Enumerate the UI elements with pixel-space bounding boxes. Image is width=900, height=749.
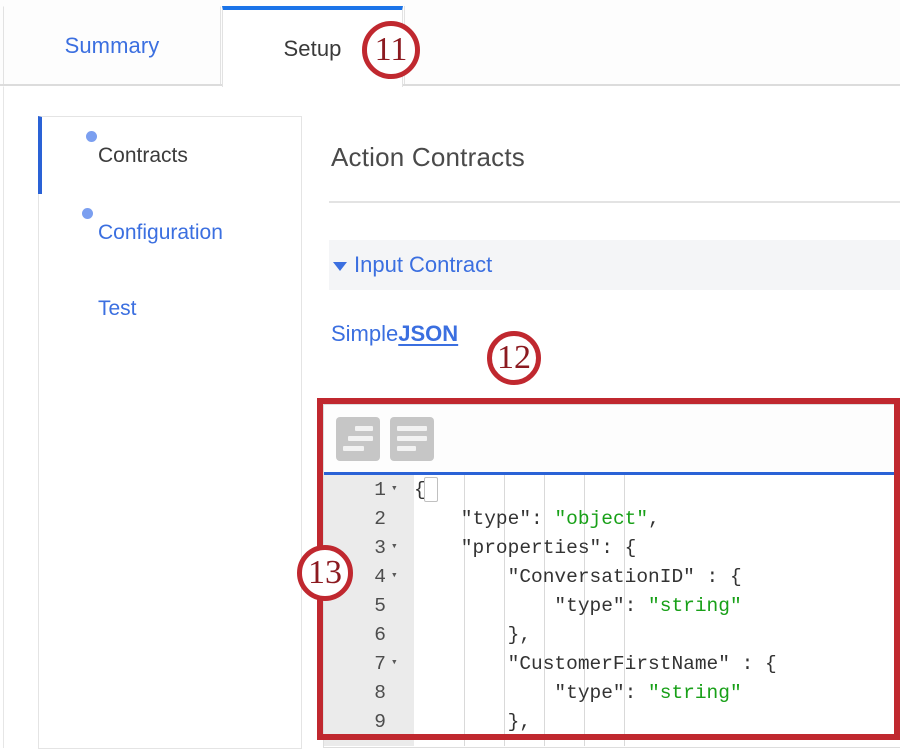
line-number: 8: [374, 681, 386, 704]
line-number: 6: [374, 623, 386, 646]
code-line[interactable]: 1 ▾ {: [324, 475, 900, 504]
editor-toolbar: [324, 405, 900, 475]
sidebar-item-label: Configuration: [98, 221, 223, 244]
json-string-value: "object": [554, 507, 649, 530]
annotation-marker-11: 11: [362, 21, 420, 79]
json-editor[interactable]: 1 ▾ {2 "type": "object", 3 ▾ "properties": {…: [323, 404, 900, 748]
code-line[interactable]: 9 },: [324, 707, 900, 736]
fold-toggle-icon[interactable]: ▾: [391, 541, 398, 553]
code-line-text: },: [414, 710, 532, 733]
format-tab-group: Simple JSON: [329, 321, 900, 347]
sidebar-item-configuration[interactable]: Configuration: [38, 194, 301, 272]
code-line[interactable]: 3 ▾ "properties": {: [324, 533, 900, 562]
format-tab-json[interactable]: JSON: [398, 321, 459, 346]
input-contract-label: Input Contract: [354, 252, 493, 277]
line-number: 1: [374, 478, 386, 501]
sidebar-bullet-icon: [86, 131, 97, 142]
json-string-value: "string": [648, 594, 742, 617]
code-line-text: "type": "object",: [414, 507, 660, 530]
code-line-text: "ConversationID" : {: [414, 565, 742, 588]
page-title: Action Contracts: [331, 142, 525, 172]
annotation-marker-12: 12: [487, 331, 541, 385]
sidebar-item-label: Test: [98, 297, 137, 320]
caret-down-icon: [333, 262, 347, 271]
fold-toggle-icon[interactable]: ▾: [391, 657, 398, 669]
annotation-marker-13: 13: [297, 545, 353, 601]
main-content: Action Contracts Input Contract Simple J…: [329, 116, 900, 347]
fold-toggle-icon[interactable]: ▾: [391, 483, 398, 495]
line-number: 7: [374, 652, 386, 675]
code-line[interactable]: 6 },: [324, 620, 900, 649]
code-area[interactable]: 1 ▾ {2 "type": "object", 3 ▾ "properties": {…: [324, 475, 900, 746]
input-contract-section-header[interactable]: Input Contract: [329, 240, 900, 290]
line-number-gutter: [324, 475, 414, 746]
tab-strip-underline: [0, 84, 900, 86]
sidebar-item-label: Contracts: [98, 143, 188, 167]
sidebar: Contracts Configuration Test: [38, 116, 302, 749]
matching-brace-highlight: [424, 477, 438, 502]
fold-toggle-icon[interactable]: ▾: [391, 570, 398, 582]
code-line[interactable]: 8 "type": "string": [324, 678, 900, 707]
line-number: 4: [374, 565, 386, 588]
code-line-text: },: [414, 623, 532, 646]
align-left-icon[interactable]: [390, 416, 434, 461]
code-line-text: "type": "string": [414, 594, 742, 617]
tab-strip: Summary Setup: [0, 0, 900, 87]
align-right-icon[interactable]: [336, 416, 380, 461]
sidebar-item-test[interactable]: Test: [38, 270, 301, 348]
code-line-text: {: [414, 478, 426, 501]
tab-summary[interactable]: Summary: [3, 6, 221, 86]
line-number: 2: [374, 507, 386, 530]
sidebar-bullet-icon: [82, 208, 93, 219]
sidebar-panel: [38, 116, 302, 749]
code-line-text: "type": "string": [414, 681, 742, 704]
format-tab-simple[interactable]: Simple: [331, 321, 399, 346]
sidebar-item-contracts[interactable]: Contracts: [38, 116, 302, 194]
code-line[interactable]: 2 "type": "object",: [324, 504, 900, 533]
line-number: 3: [374, 536, 386, 559]
line-number: 5: [374, 594, 386, 617]
tab-strip-filler: [404, 6, 900, 86]
code-line-text: "properties": {: [414, 536, 637, 559]
code-line-text: "CustomerFirstName" : {: [414, 652, 777, 675]
code-line[interactable]: 4 ▾ "ConversationID" : {: [324, 562, 900, 591]
code-lines[interactable]: 1 ▾ {2 "type": "object", 3 ▾ "properties": {…: [324, 475, 900, 736]
title-divider: [329, 201, 900, 203]
line-number: 9: [374, 710, 386, 733]
code-line[interactable]: 5 "type": "string": [324, 591, 900, 620]
json-string-value: "string": [648, 681, 742, 704]
code-line[interactable]: 7 ▾ "CustomerFirstName" : {: [324, 649, 900, 678]
